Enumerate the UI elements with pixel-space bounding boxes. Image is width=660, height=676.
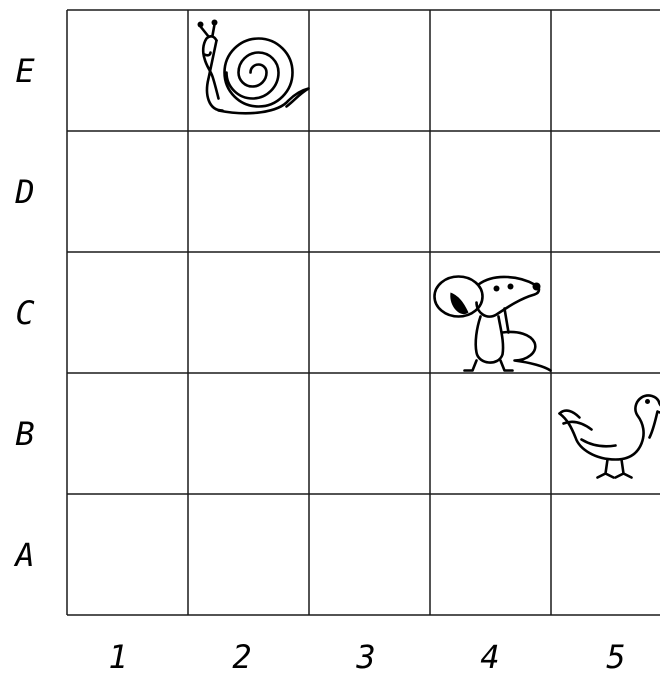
snail-icon (198, 20, 309, 114)
duck-icon (560, 396, 660, 478)
row-label-b: B (15, 418, 34, 450)
column-label-3: 3 (356, 641, 375, 673)
column-label-4: 4 (480, 641, 499, 673)
row-label-c: C (15, 297, 34, 329)
row-label-e: E (15, 55, 34, 87)
mouse-icon (435, 277, 551, 371)
column-label-5: 5 (606, 641, 625, 673)
column-label-2: 2 (232, 641, 251, 673)
grid-lines (67, 10, 660, 615)
column-label-1: 1 (108, 641, 127, 673)
row-label-d: D (15, 176, 34, 208)
animals-layer (198, 20, 660, 478)
row-label-a: A (15, 539, 34, 571)
